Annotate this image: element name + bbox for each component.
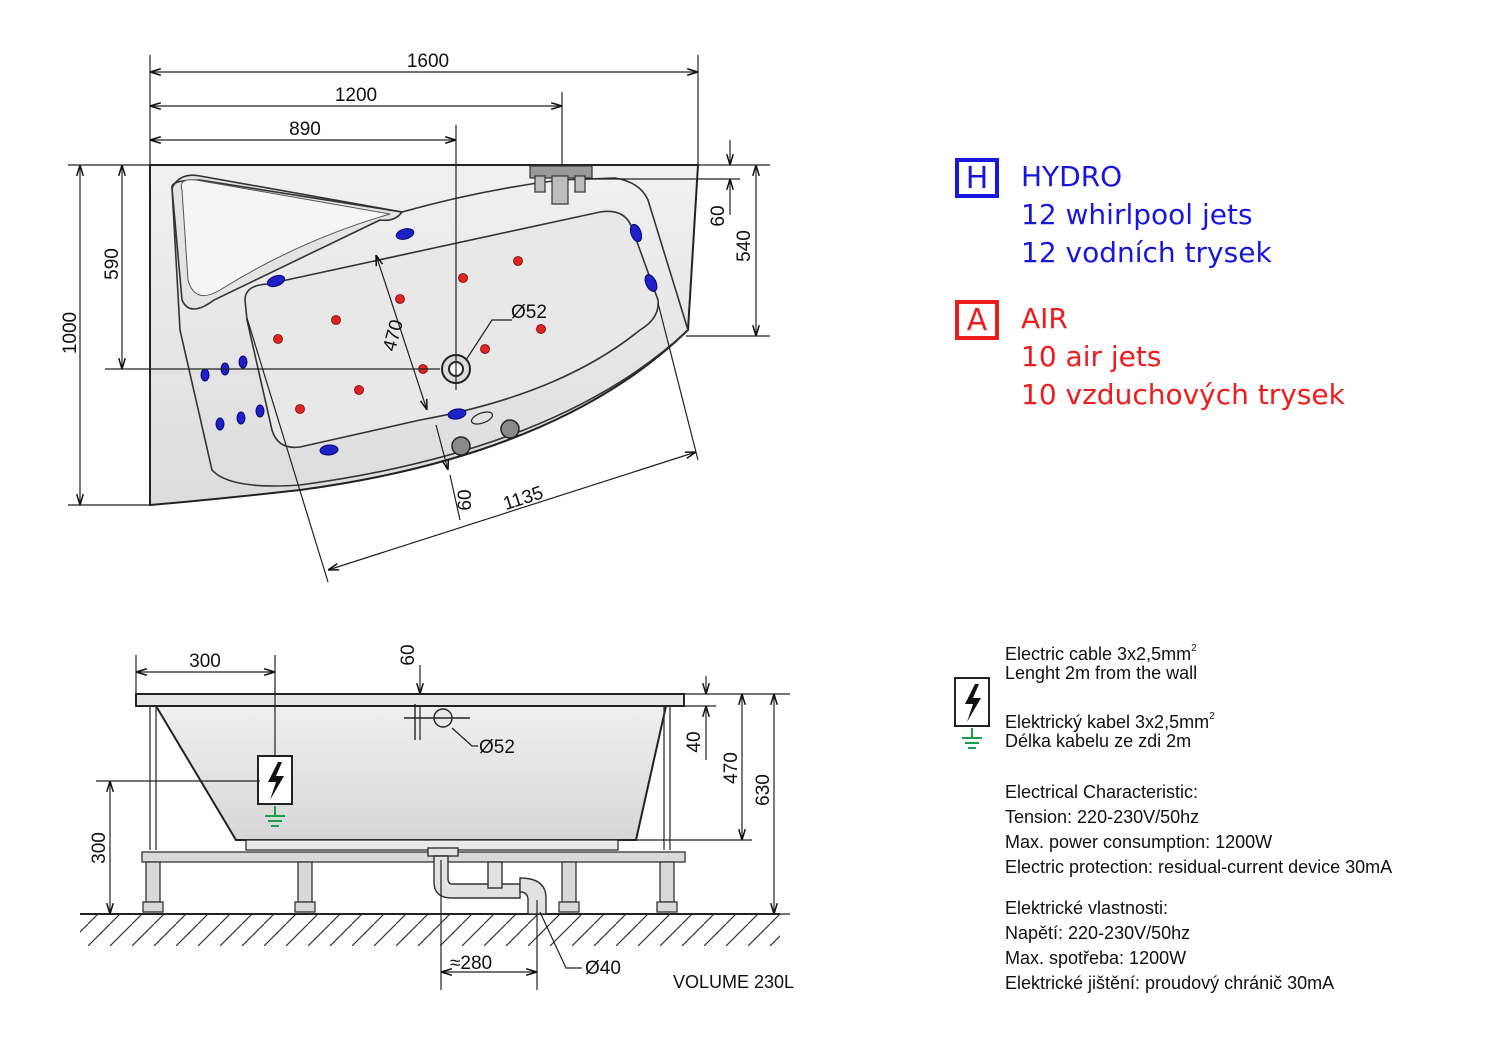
air-jet: [458, 273, 468, 283]
air-line-1: 10 air jets: [1021, 340, 1162, 373]
dim-drain-from-left: 300: [189, 651, 221, 672]
tub-rim-inner: [171, 177, 689, 487]
char-cz-line: Elektrické jištění: proudový chránič 30m…: [1005, 973, 1335, 993]
char-cz-line: Napětí: 220-230V/50hz: [1005, 923, 1191, 943]
air-title: AIR: [1021, 302, 1068, 335]
hydro-line-2: 12 vodních trysek: [1021, 236, 1272, 269]
hydro-jet: [629, 223, 643, 243]
air-jet: [273, 334, 283, 344]
floor-hatch: [80, 914, 780, 946]
waste-diameter: Ø40: [585, 958, 621, 979]
basin-inner: [244, 210, 659, 449]
tub-rim-side: [135, 693, 685, 707]
support-frame: [141, 706, 686, 913]
cable-cz-sup: 2: [1209, 711, 1215, 722]
air-jet: [395, 294, 405, 304]
dim-basin-length: 1135: [501, 482, 546, 515]
waste-siphon: [427, 847, 547, 915]
hydro-badge: H: [955, 158, 999, 198]
hydro-jets: [200, 223, 658, 456]
cable-spec-cz: Elektrický kabel 3x2,5mm2 Délka kabelu z…: [1005, 704, 1215, 754]
dim-overflow-offset: 40: [684, 731, 705, 752]
hydro-jet: [266, 274, 286, 288]
air-jet: [513, 256, 523, 266]
dim-total-depth: 1000: [60, 312, 81, 354]
air-badge: A: [955, 300, 999, 340]
dim-inner-width: 1200: [335, 85, 377, 106]
dim-total-height: 630: [753, 774, 774, 806]
char-en-line: Electrical Characteristic:: [1005, 782, 1199, 802]
ground-icon: [962, 728, 982, 749]
char-en-line: Electric protection: residual-current de…: [1005, 857, 1393, 877]
power-hazard-icon: [257, 755, 293, 805]
air-jet: [354, 385, 364, 395]
hydro-jet: [447, 408, 467, 420]
air-line-2: 10 vzduchových trysek: [1021, 378, 1345, 411]
char-en-line: Max. power consumption: 1200W: [1005, 832, 1273, 852]
siphon-offset: ≈280: [450, 953, 492, 974]
dim-drain-offset: 890: [289, 119, 321, 140]
hydro-jet: [236, 411, 246, 425]
cable-cz: Elektrický kabel 3x2,5mm: [1005, 712, 1210, 732]
char-en-line: Tension: 220-230V/50hz: [1005, 807, 1200, 827]
char-cz-line: Elektrické vlastnosti:: [1005, 898, 1169, 918]
dim-drain-depth: 590: [102, 248, 123, 280]
air-jet: [536, 324, 546, 334]
air-jet: [331, 315, 341, 325]
length-en: Lenght 2m from the wall: [1005, 663, 1198, 683]
hydro-jet: [215, 417, 225, 431]
dim-socket-height: 300: [89, 832, 110, 864]
dim-total-width: 1600: [407, 51, 449, 72]
control-button-2: [500, 419, 520, 439]
tub-body-side: [154, 705, 668, 841]
electrical-characteristic-cz: Elektrické vlastnosti: Napětí: 220-230V/…: [1005, 896, 1334, 996]
control-button-1: [451, 436, 471, 456]
electrical-characteristic-en: Electrical Characteristic: Tension: 220-…: [1005, 780, 1392, 880]
hydro-jet: [200, 368, 210, 382]
hydro-jet: [255, 404, 265, 418]
drain-diameter-top: Ø52: [511, 302, 547, 323]
dim-rim-height: 60: [398, 644, 419, 665]
faucet: [529, 165, 593, 205]
power-hazard-icon: [954, 677, 990, 727]
hydro-jet: [644, 274, 658, 292]
overflow-side: [404, 704, 470, 740]
volume-label: VOLUME 230L: [673, 972, 795, 992]
dim-rim-front: 60: [455, 489, 476, 510]
hydro-line-1: 12 whirlpool jets: [1021, 198, 1253, 231]
top-view: 1600 1200 890 1000 590 470 1135 60 540 6…: [60, 51, 770, 583]
ground-icon: [265, 806, 285, 827]
headrest-pillow: [180, 179, 391, 297]
overflow-diameter: Ø52: [479, 737, 515, 758]
hydro-jet: [238, 355, 248, 369]
air-jet: [480, 344, 490, 354]
dim-rim-top: 60: [708, 205, 729, 226]
cable-en-sup: 2: [1191, 643, 1197, 654]
cable-en: Electric cable 3x2,5mm: [1005, 644, 1192, 664]
hydro-jet: [395, 228, 415, 240]
cable-spec-en: Electric cable 3x2,5mm2 Lenght 2m from t…: [1005, 636, 1197, 686]
char-cz-line: Max. spotřeba: 1200W: [1005, 948, 1187, 968]
dim-right-depth: 540: [734, 230, 755, 262]
hydro-title: HYDRO: [1021, 160, 1123, 193]
side-view: 300 60 Ø52 40 470 630 300 ≈280 Ø40: [80, 644, 790, 990]
length-cz: Délka kabelu ze zdi 2m: [1005, 731, 1192, 751]
dim-inner-height: 470: [721, 752, 742, 784]
pop-up-handle: [470, 411, 494, 425]
air-jet: [295, 404, 305, 414]
